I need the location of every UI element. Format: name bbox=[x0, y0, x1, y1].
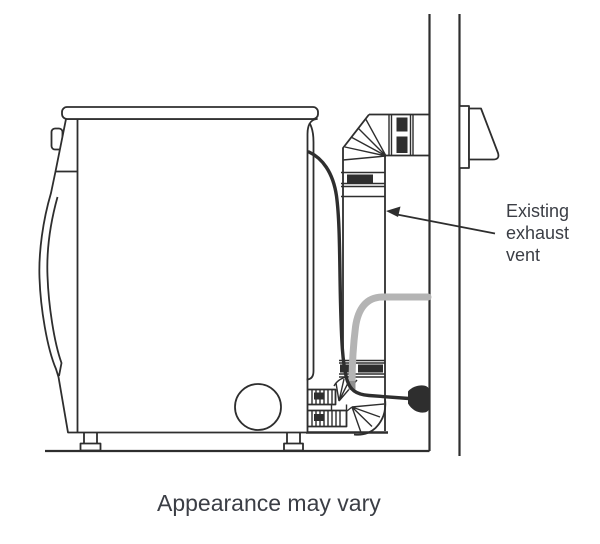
flex-hose bbox=[348, 293, 432, 390]
dryer bbox=[38, 106, 319, 452]
duct-upper-collar bbox=[341, 171, 385, 198]
duct-clamp bbox=[314, 414, 324, 421]
dryer-body bbox=[38, 118, 318, 434]
duct-clamp bbox=[340, 364, 354, 373]
duct-bottom-elbow-segments bbox=[346, 403, 385, 433]
caption-appearance-may-vary: Appearance may vary bbox=[157, 490, 381, 516]
callout-line: Existing bbox=[506, 201, 570, 221]
duct-top-elbow-outline bbox=[342, 113, 370, 186]
callout-arrowhead bbox=[386, 206, 401, 217]
callout-line: exhaust bbox=[506, 223, 570, 243]
power-plug bbox=[408, 385, 430, 413]
vent-hood-plate bbox=[458, 105, 470, 169]
dryer-foot-front bbox=[79, 430, 102, 452]
callout-existing-exhaust-vent: Existing exhaust vent bbox=[506, 200, 569, 266]
exterior-vent-hood bbox=[458, 105, 500, 169]
callout-line: vent bbox=[506, 245, 541, 265]
dryer-foot-rear bbox=[283, 430, 304, 452]
duct-bottom-elbow-outline bbox=[353, 398, 387, 436]
callout-arrow bbox=[386, 206, 496, 235]
duct-top-elbow-segments bbox=[342, 119, 387, 161]
power-cord bbox=[307, 150, 411, 401]
duct-clamp bbox=[396, 136, 408, 153]
vent-hood-cap bbox=[468, 107, 500, 161]
flex-hose-curve bbox=[348, 293, 432, 390]
dryer-back-panel-line bbox=[306, 122, 315, 381]
dryer-top-panel bbox=[61, 106, 319, 120]
dryer-exhaust-outlet bbox=[234, 383, 282, 431]
duct-bottom-elbow-segments bbox=[335, 376, 358, 402]
duct-lower-collar bbox=[339, 359, 385, 378]
duct-clamp bbox=[347, 174, 373, 183]
wall bbox=[428, 14, 461, 456]
duct-elbow-bottom bbox=[306, 375, 388, 436]
dryer-door-curve bbox=[46, 196, 63, 377]
duct-clamp bbox=[358, 364, 383, 373]
duct-clamp bbox=[314, 392, 324, 400]
exhaust-duct bbox=[339, 113, 429, 431]
callout-arrow-line bbox=[396, 213, 496, 235]
duct-clamp bbox=[396, 117, 408, 132]
